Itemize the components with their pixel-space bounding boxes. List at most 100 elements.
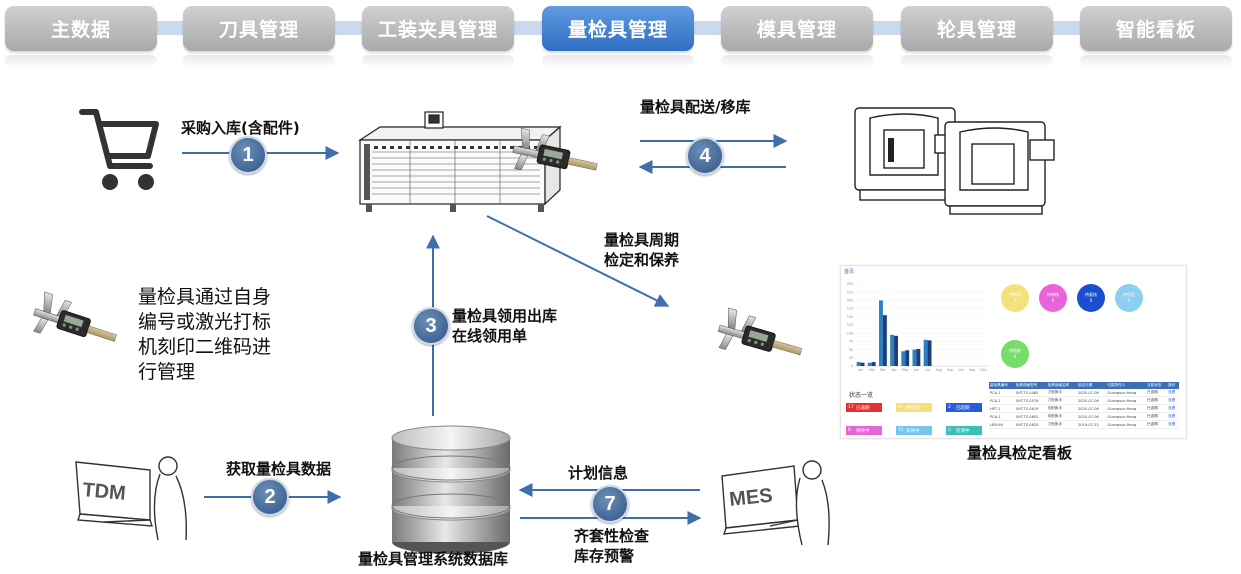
- chip-count: 0: [948, 428, 951, 433]
- bubble-title: 待检验: [1009, 292, 1021, 297]
- table-cell: 已逾期: [1146, 396, 1168, 405]
- y-tick-label: 150: [847, 315, 853, 319]
- table-header-cell: 量检具编号: [989, 382, 1015, 389]
- tab-4[interactable]: 量检具管理: [542, 6, 694, 51]
- table-cell: PCA-1: [989, 412, 1015, 421]
- table-cell: 2020-07-06: [1076, 404, 1107, 413]
- periodic-label-line2: 检定和保养: [604, 251, 680, 269]
- tab-reflection: [5, 55, 157, 67]
- x-tick-label: Feb: [869, 368, 875, 372]
- table-cell: SHT-TS-0485: [1014, 389, 1047, 397]
- x-tick-label: Jan: [857, 368, 863, 372]
- chip-label: 检测中: [956, 428, 970, 434]
- x-tick-label: Nov: [969, 368, 975, 372]
- chart-bar: [916, 348, 921, 366]
- database-label: 量检具管理系统数据库: [358, 550, 509, 568]
- tab-reflection: [542, 55, 694, 67]
- chart-bar: [890, 334, 895, 366]
- tab-reflection: [362, 55, 514, 67]
- status-chip[interactable]: 0 检测中: [946, 426, 982, 435]
- tdm-label: TDM: [82, 479, 127, 505]
- note-line3: 机刻印二维码进: [138, 336, 272, 358]
- machine-tool-image: [854, 107, 1055, 215]
- y-tick-label: 0: [851, 364, 853, 368]
- tab-3[interactable]: 工装夹具管理: [362, 6, 514, 51]
- table-cell[interactable]: 查看: [1167, 404, 1179, 413]
- chart-bar: [860, 362, 865, 366]
- step-1-label: 采购入库(含配件): [181, 119, 300, 137]
- table-cell: 已逾期: [1146, 389, 1168, 397]
- dashboard-tab[interactable]: 首页: [844, 269, 855, 275]
- y-tick-label: 75: [849, 340, 853, 344]
- table-cell: SHT-TS-0576: [1014, 396, 1047, 405]
- table-cell[interactable]: 查看: [1167, 412, 1179, 421]
- tool-cabinet-image: [357, 111, 562, 212]
- tab-1[interactable]: 主数据: [5, 6, 157, 51]
- tab-reflection: [721, 55, 873, 67]
- y-tick-label: 175: [847, 307, 853, 311]
- table-cell: 已逾期: [1146, 404, 1168, 413]
- chart-bar: [923, 339, 928, 366]
- table-cell: 2019-07-22: [1076, 420, 1107, 429]
- arrow-periodic: [486, 215, 670, 307]
- chip-label: 待校中: [856, 428, 870, 434]
- bubble-title: 待报废: [1009, 348, 1021, 353]
- table-cell: SHT-TS-0620: [1014, 420, 1047, 429]
- tab-reflection: [901, 55, 1053, 67]
- chart-bar: [927, 340, 932, 366]
- table-cell: SHT-TS-0619: [1014, 404, 1047, 413]
- table-cell[interactable]: 查看: [1167, 396, 1179, 405]
- y-tick-label: 125: [847, 323, 853, 327]
- x-tick-label: Jul: [925, 368, 930, 372]
- chart-bar: [867, 362, 872, 366]
- tdm-terminal-image: [75, 456, 187, 541]
- tab-2[interactable]: 刀具管理: [183, 6, 335, 51]
- step-4-label: 量检具配送/移库: [640, 98, 751, 116]
- table-header-cell: 检定日期: [1076, 382, 1107, 389]
- x-tick-label: Mar: [880, 368, 887, 372]
- step-2-badge: 2: [251, 478, 289, 516]
- x-tick-label: Aug: [936, 368, 942, 372]
- y-tick-label: 25: [849, 356, 853, 360]
- tab-7[interactable]: 智能看板: [1080, 6, 1232, 51]
- chip-label: 已超期: [956, 405, 970, 411]
- table-cell[interactable]: 查看: [1167, 420, 1179, 429]
- chart-bar: [912, 349, 917, 366]
- table-header-cell: 检具规格名称: [1046, 382, 1077, 389]
- status-overview-title: 状态一览: [849, 392, 874, 399]
- note-line2: 编号或激光打标: [138, 311, 272, 333]
- note-line1: 量检具通过自身: [138, 286, 272, 308]
- tab-6[interactable]: 轮具管理: [901, 6, 1053, 51]
- caliper-image: [713, 306, 808, 371]
- table-cell: 切削扳手: [1046, 404, 1077, 413]
- table-header-cell: 当前状态: [1146, 382, 1168, 389]
- table-cell: HPT-1: [989, 404, 1015, 413]
- status-chip[interactable]: 0 待校中: [846, 426, 882, 435]
- table-cell[interactable]: 查看: [1167, 389, 1179, 397]
- bubble-title: 待复核: [1085, 292, 1097, 297]
- step-7-label-top: 计划信息: [568, 464, 629, 482]
- chip-label: 有效中: [906, 428, 920, 434]
- table-cell: PCA-1: [989, 396, 1015, 405]
- bubble-value: 0: [1127, 298, 1131, 303]
- table-header-cell: 操作: [1167, 382, 1179, 389]
- chip-count: 0: [848, 428, 851, 433]
- tab-5[interactable]: 模具管理: [721, 6, 873, 51]
- y-tick-label: 225: [847, 290, 853, 294]
